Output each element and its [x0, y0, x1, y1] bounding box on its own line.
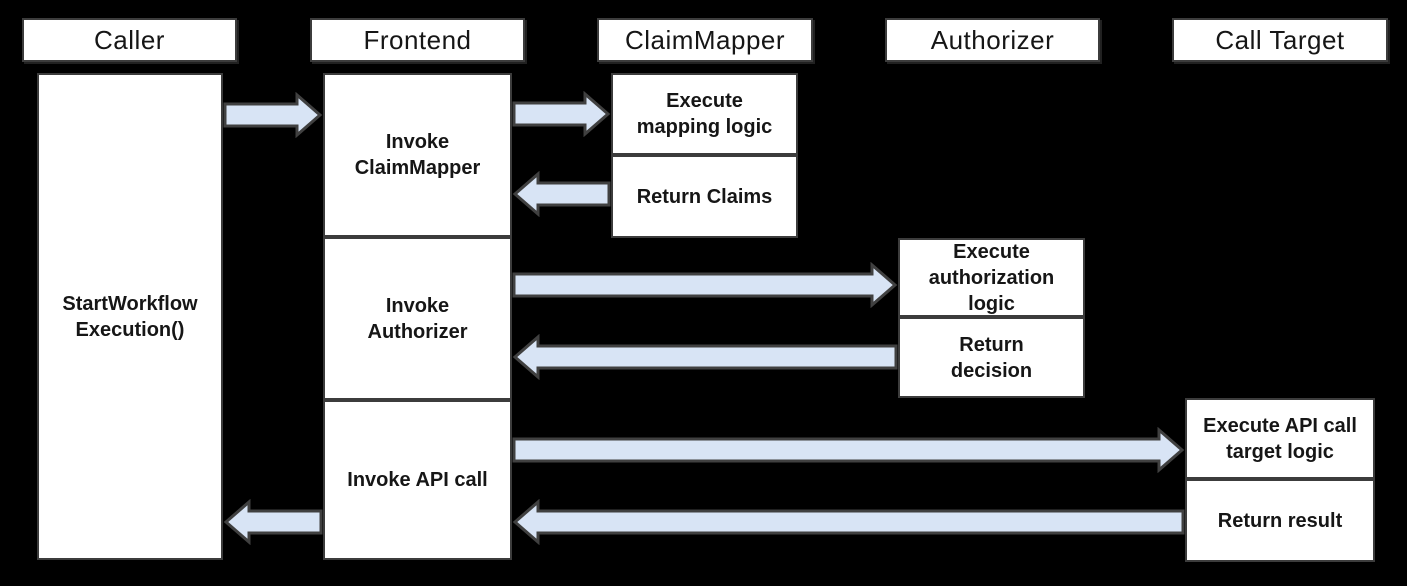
activity-box-invoke-authorizer: Invoke Authorizer [323, 237, 512, 400]
arrow-frontend-to-caller [223, 499, 323, 545]
activity-box-execute-authorization-logic: Execute authorization logic [898, 238, 1085, 317]
arrow-calltarget-to-frontend [512, 499, 1185, 545]
column-header-frontend: Frontend [310, 18, 525, 62]
arrow-claimmapper-to-frontend [512, 171, 611, 217]
activity-box-execute-mapping-logic: Execute mapping logic [611, 73, 798, 155]
arrow-caller-to-frontend [223, 92, 323, 138]
activity-box-invoke-api-call: Invoke API call [323, 400, 512, 560]
activity-box-return-claims: Return Claims [611, 155, 798, 238]
column-header-authorizer: Authorizer [885, 18, 1100, 62]
activity-box-execute-api-call-target-logic: Execute API call target logic [1185, 398, 1375, 479]
activity-box-startworkflowexecution: StartWorkflow Execution() [37, 73, 223, 560]
activity-box-return-result: Return result [1185, 479, 1375, 562]
arrow-authorizer-to-frontend [512, 334, 898, 380]
activity-box-invoke-claimmapper: Invoke ClaimMapper [323, 73, 512, 237]
arrow-frontend-to-calltarget [512, 427, 1185, 473]
arrow-frontend-to-claimmapper [512, 91, 611, 137]
column-header-calltarget: Call Target [1172, 18, 1388, 62]
column-header-caller: Caller [22, 18, 237, 62]
column-header-claimmapper: ClaimMapper [597, 18, 813, 62]
arrow-frontend-to-authorizer [512, 262, 898, 308]
activity-box-return-decision: Return decision [898, 317, 1085, 398]
